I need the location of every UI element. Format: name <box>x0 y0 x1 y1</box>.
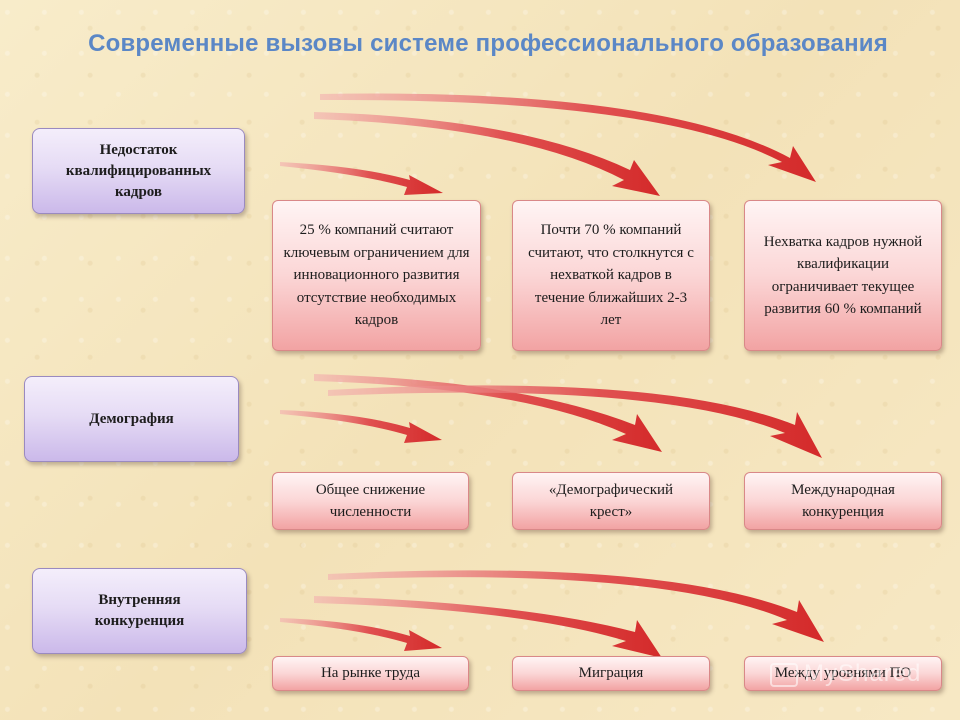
row1-box3: Нехватка кадров нужной квалификации огра… <box>744 200 942 351</box>
arrow-row2-to-box2 <box>314 374 662 452</box>
arrow-row3-to-box3 <box>328 570 824 642</box>
arrow-row3-to-box1 <box>280 618 442 651</box>
category-staff-shortage: Недостаток квалифицированных кадров <box>32 128 245 214</box>
arrow-row1-to-box1 <box>280 162 443 195</box>
arrow-row2-to-box1 <box>280 410 442 443</box>
row3-box3: Между уровнями ПО <box>744 656 942 691</box>
row3-box1: На рынке труда <box>272 656 469 691</box>
row2-box1: Общее снижение численности <box>272 472 469 530</box>
row2-box2: «Демографический крест» <box>512 472 710 530</box>
category-internal-competition: Внутренняя конкуренция <box>32 568 247 654</box>
row3-box2: Миграция <box>512 656 710 691</box>
page-title: Современные вызовы системе профессиональ… <box>88 30 888 57</box>
category-demography: Демография <box>24 376 239 462</box>
arrow-row1-to-box3 <box>320 93 816 182</box>
arrow-row3-to-box2 <box>314 596 662 658</box>
arrow-row2-to-box3 <box>328 385 822 458</box>
row1-box2: Почти 70 % компаний считают, что столкну… <box>512 200 710 351</box>
row1-box1: 25 % компаний считают ключевым ограничен… <box>272 200 481 351</box>
arrow-row1-to-box2 <box>314 112 660 196</box>
row2-box3: Международная конкуренция <box>744 472 942 530</box>
